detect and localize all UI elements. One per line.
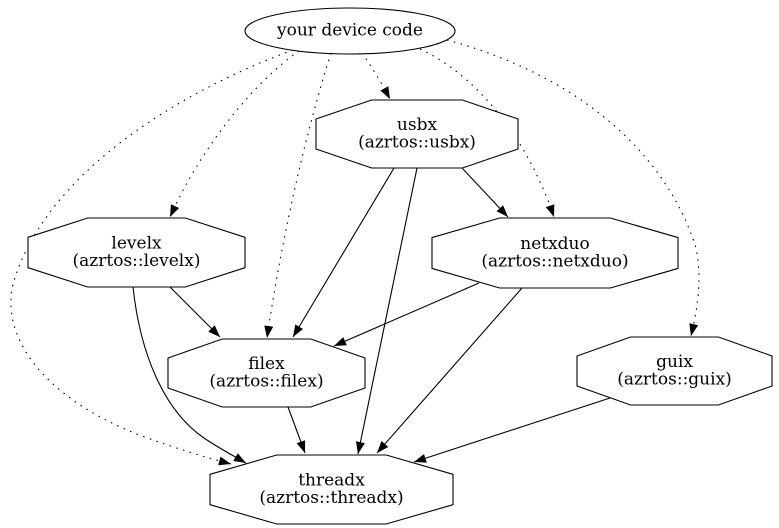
node-threadx: threadx(azrtos::threadx) (209, 454, 454, 525)
node-label-usbx-line1: (azrtos::usbx) (358, 132, 476, 152)
node-label-netxduo-line0: netxduo (520, 234, 590, 254)
node-guix: guix(azrtos::guix) (576, 336, 773, 406)
edge-device-threadx (10, 49, 294, 465)
node-label-usbx-line0: usbx (397, 115, 438, 135)
arrowhead-device-guix (689, 323, 699, 336)
arrowhead-device-netxduo (545, 204, 555, 217)
node-label-device-line0: your device code (276, 21, 423, 41)
arrowhead-device-filex (264, 325, 274, 338)
edge-device-filex (266, 52, 332, 339)
edge-device-levelx (169, 50, 300, 218)
arrowhead-device-threadx (218, 456, 231, 466)
edge-netxduo-filex (333, 282, 480, 347)
edge-usbx-threadx (357, 167, 418, 455)
octagon-shape (27, 217, 246, 288)
arrowhead-levelx-filex (208, 325, 220, 337)
node-label-guix-line1: (azrtos::guix) (617, 369, 732, 389)
arrowhead-netxduo-filex (334, 337, 347, 346)
node-label-threadx-line1: (azrtos::threadx) (259, 488, 403, 508)
octagon-shape (576, 336, 773, 406)
octagon-shape (431, 217, 679, 289)
arrowhead-usbx-filex (293, 324, 303, 337)
arrowhead-levelx-threadx (233, 453, 246, 463)
edge-netxduo-threadx (376, 287, 523, 454)
edge-device-netxduo (419, 48, 555, 218)
edge-guix-threadx (413, 397, 611, 463)
node-filex: filex(azrtos::filex) (167, 338, 366, 408)
arrowhead-device-levelx (170, 204, 180, 217)
arrowhead-usbx-netxduo (496, 205, 508, 217)
node-label-netxduo-line1: (azrtos::netxduo) (481, 251, 628, 271)
node-label-levelx-line0: levelx (111, 233, 162, 253)
node-label-guix-line0: guix (656, 352, 693, 372)
node-netxduo: netxduo(azrtos::netxduo) (431, 217, 679, 289)
arrowhead-guix-threadx (414, 454, 427, 463)
node-label-threadx-line0: threadx (298, 470, 365, 490)
node-label-filex-line0: filex (248, 354, 285, 374)
node-device: your device code (244, 7, 456, 55)
octagon-shape (209, 454, 454, 525)
node-label-levelx-line1: (azrtos::levelx) (73, 251, 201, 271)
arrowhead-usbx-threadx (356, 441, 365, 454)
octagon-shape (167, 338, 366, 408)
node-levelx: levelx(azrtos::levelx) (27, 217, 246, 288)
arrowhead-netxduo-threadx (377, 441, 389, 453)
edge-device-guix (446, 39, 700, 337)
node-label-filex-line1: (azrtos::filex) (209, 371, 323, 391)
octagon-shape (315, 99, 519, 169)
edge-levelx-threadx (132, 286, 247, 464)
ellipse-shape (244, 7, 456, 55)
node-usbx: usbx(azrtos::usbx) (315, 99, 519, 169)
arrowhead-device-usbx (380, 86, 390, 99)
arrowhead-filex-threadx (296, 440, 306, 453)
edge-usbx-filex (292, 167, 395, 338)
